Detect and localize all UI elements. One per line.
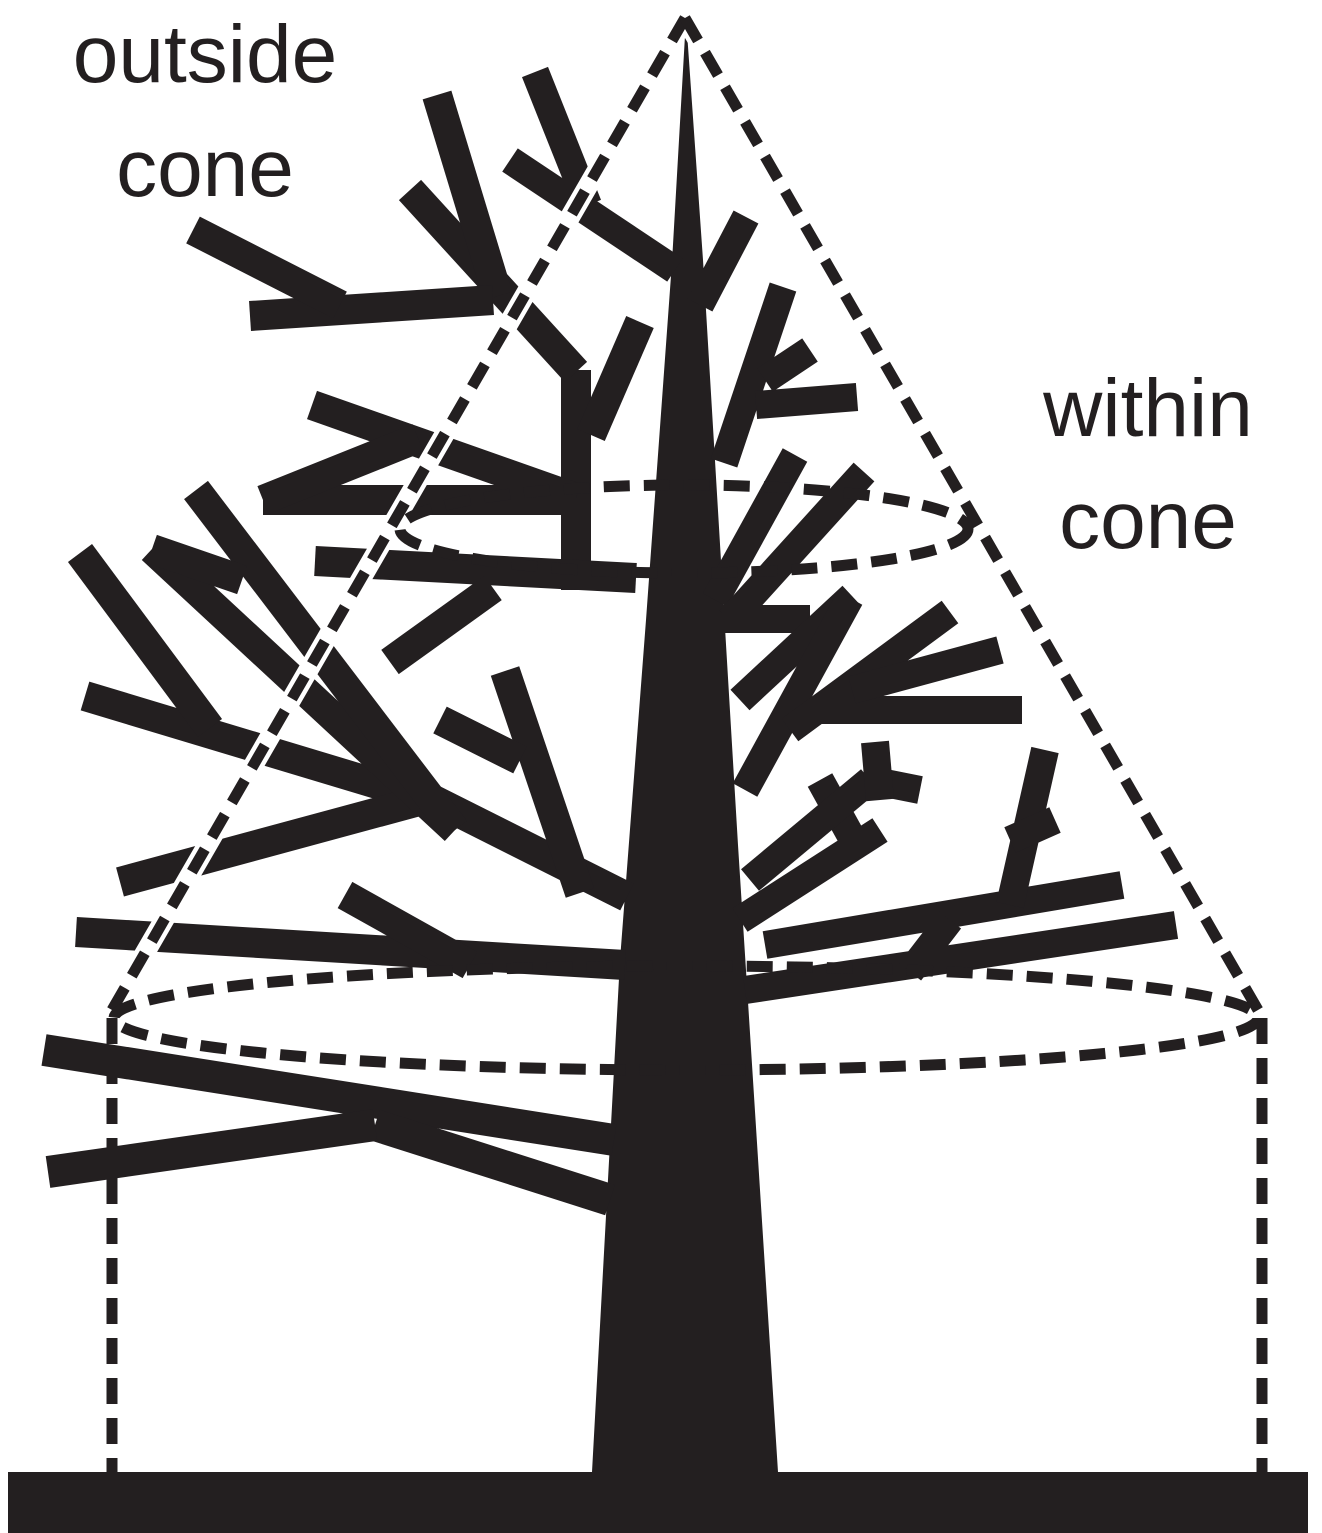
within-cone-label-line1: within (1042, 363, 1253, 454)
ground-bar (8, 1472, 1308, 1533)
within-cone-label-line2: cone (1059, 475, 1237, 566)
outside-cone-label-line2: cone (116, 123, 294, 214)
tree-branches (44, 72, 1176, 1200)
outside-cone-label-line1: outside (73, 9, 337, 100)
